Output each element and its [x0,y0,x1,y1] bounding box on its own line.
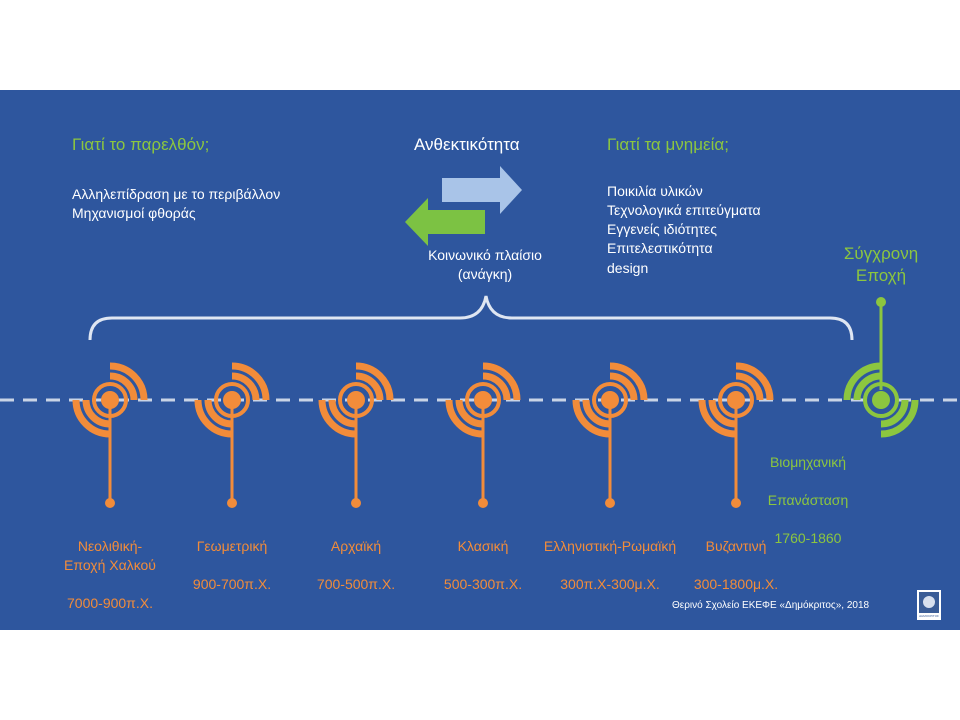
era-ring-2 [338,382,374,418]
era-name: Ελληνιστική-Ρωμαϊκή [543,538,677,554]
era-arc-outer-3 [482,362,521,401]
era-arc-inner-b-0 [82,399,111,428]
era-dates: 900-700π.Χ. [192,576,272,592]
era-dot-0 [101,391,119,409]
era-arc-outer-1 [231,362,270,401]
era-arc-outer-b-4 [572,399,611,438]
era-ring-3 [465,382,501,418]
right-item-1: Ποικιλία υλικών [607,183,703,199]
era-stem-dot-2 [351,498,361,508]
left-heading: Γιατί το παρελθόν; [72,135,210,154]
era-ring-4 [592,382,628,418]
modern-era-stem-dot [876,297,886,307]
era-stem-dot-3 [478,498,488,508]
center-heading: Ανθεκτικότητα [414,135,520,154]
era-stem-dot-1 [227,498,237,508]
modern-era-arc-inner [880,399,909,428]
modern-era-arc-outer [880,399,919,438]
era-arc-inner-2 [355,372,384,401]
era-stem-dot-0 [105,498,115,508]
era-dot-4 [601,391,619,409]
era-dot-2 [347,391,365,409]
era-arc-inner-b-3 [455,399,484,428]
right-heading: Γιατί τα μνημεία; [607,135,729,154]
center-subtitle-line2: (ανάγκη) [457,266,513,282]
era-arc-inner-b-1 [204,399,233,428]
industrial-dates: 1760-1860 [774,530,842,546]
era-arc-outer-b-0 [72,399,111,438]
era-dates: 300π.Χ-300μ.Χ. [560,576,660,592]
era-dates: 7000-900π.Χ. [67,595,153,611]
era-label-archaic: Αρχαϊκή 700-500π.Χ. [281,518,431,613]
era-ring-5 [718,382,754,418]
right-item-4: Επιτελεστικότητα [607,240,713,256]
modern-era-arc-outer-2 [843,362,882,401]
era-markers [72,362,774,508]
era-arc-outer-5 [735,362,774,401]
era-name: Κλασική [457,538,509,554]
footer-credit: Θερινό Σχολείο ΕΚΕΦΕ «Δημόκριτος», 2018 [672,600,870,611]
era-arc-outer-b-1 [194,399,233,438]
left-arrow-icon [405,198,485,246]
era-dates: 300-1800μ.Χ. [693,576,779,592]
era-arc-outer-b-2 [318,399,357,438]
era-name: Γεωμετρική [196,538,268,554]
right-item-2: Τεχνολογικά επιτεύγματα [607,202,761,218]
era-dates: 700-500π.Χ. [316,576,396,592]
era-stem-dot-4 [605,498,615,508]
era-dot-5 [727,391,745,409]
era-label-geometric: Γεωμετρική 900-700π.Χ. [157,518,307,613]
era-ring-1 [214,382,250,418]
industrial-line1: Βιομηχανική [769,454,847,470]
era-label-hellenistic-roman: Ελληνιστική-Ρωμαϊκή 300π.Χ-300μ.Χ. [535,518,685,613]
era-arc-outer-2 [355,362,394,401]
modern-line2: Εποχή [855,266,907,285]
era-arc-outer-b-5 [698,399,737,438]
right-arrow-icon [442,166,522,214]
era-name: Αρχαϊκή [330,538,382,554]
era-dates: 500-300π.Χ. [443,576,523,592]
industrial-line2: Επανάσταση [767,492,849,508]
modern-era-ring [863,382,899,418]
era-ring-0 [92,382,128,418]
era-dot-1 [223,391,241,409]
era-arc-outer-0 [109,362,148,401]
left-item-2: Μηχανισμοί φθοράς [72,205,196,221]
logo-text: ΔΗΜΟΚΡΙΤΟΣ [919,614,939,618]
era-arc-outer-4 [609,362,648,401]
era-arc-inner-3 [482,372,511,401]
era-arc-outer-b-3 [445,399,484,438]
era-name: Νεολιθική- Εποχή Χαλκού [64,538,156,573]
right-item-5: design [607,260,649,276]
demokritos-logo [917,590,941,620]
era-arc-inner-5 [735,372,764,401]
modern-era-marker [843,297,919,438]
era-label-classical: Κλασική 500-300π.Χ. [408,518,558,613]
era-arc-inner-0 [109,372,138,401]
modern-era-arc-inner-2 [853,372,882,401]
era-label-neolithic: Νεολιθική- Εποχή Χαλκού 7000-900π.Χ. [35,518,185,632]
era-arc-inner-b-4 [582,399,611,428]
era-label-byzantine: Βυζαντινή 300-1800μ.Χ. [661,518,811,613]
era-arc-inner-4 [609,372,638,401]
era-name: Βυζαντινή [705,538,767,554]
modern-era-label: Σύγχρονη Εποχή [822,243,940,287]
era-arc-inner-1 [231,372,260,401]
center-subtitle-line1: Κοινωνικό πλαίσιο [428,247,542,263]
era-dot-3 [474,391,492,409]
span-brace [88,295,854,341]
left-item-1: Αλληλεπίδραση με το περιβάλλον [72,186,281,202]
modern-era-dot [872,391,890,409]
industrial-revolution-label: Βιομηχανική Επανάσταση 1760-1860 [733,434,883,567]
logo-head-icon [923,596,935,608]
right-item-3: Εγγενείς ιδιότητες [607,221,718,237]
era-arc-inner-b-2 [328,399,357,428]
modern-line1: Σύγχρονη [843,244,919,263]
era-arc-inner-b-5 [708,399,737,428]
era-stem-dot-5 [731,498,741,508]
